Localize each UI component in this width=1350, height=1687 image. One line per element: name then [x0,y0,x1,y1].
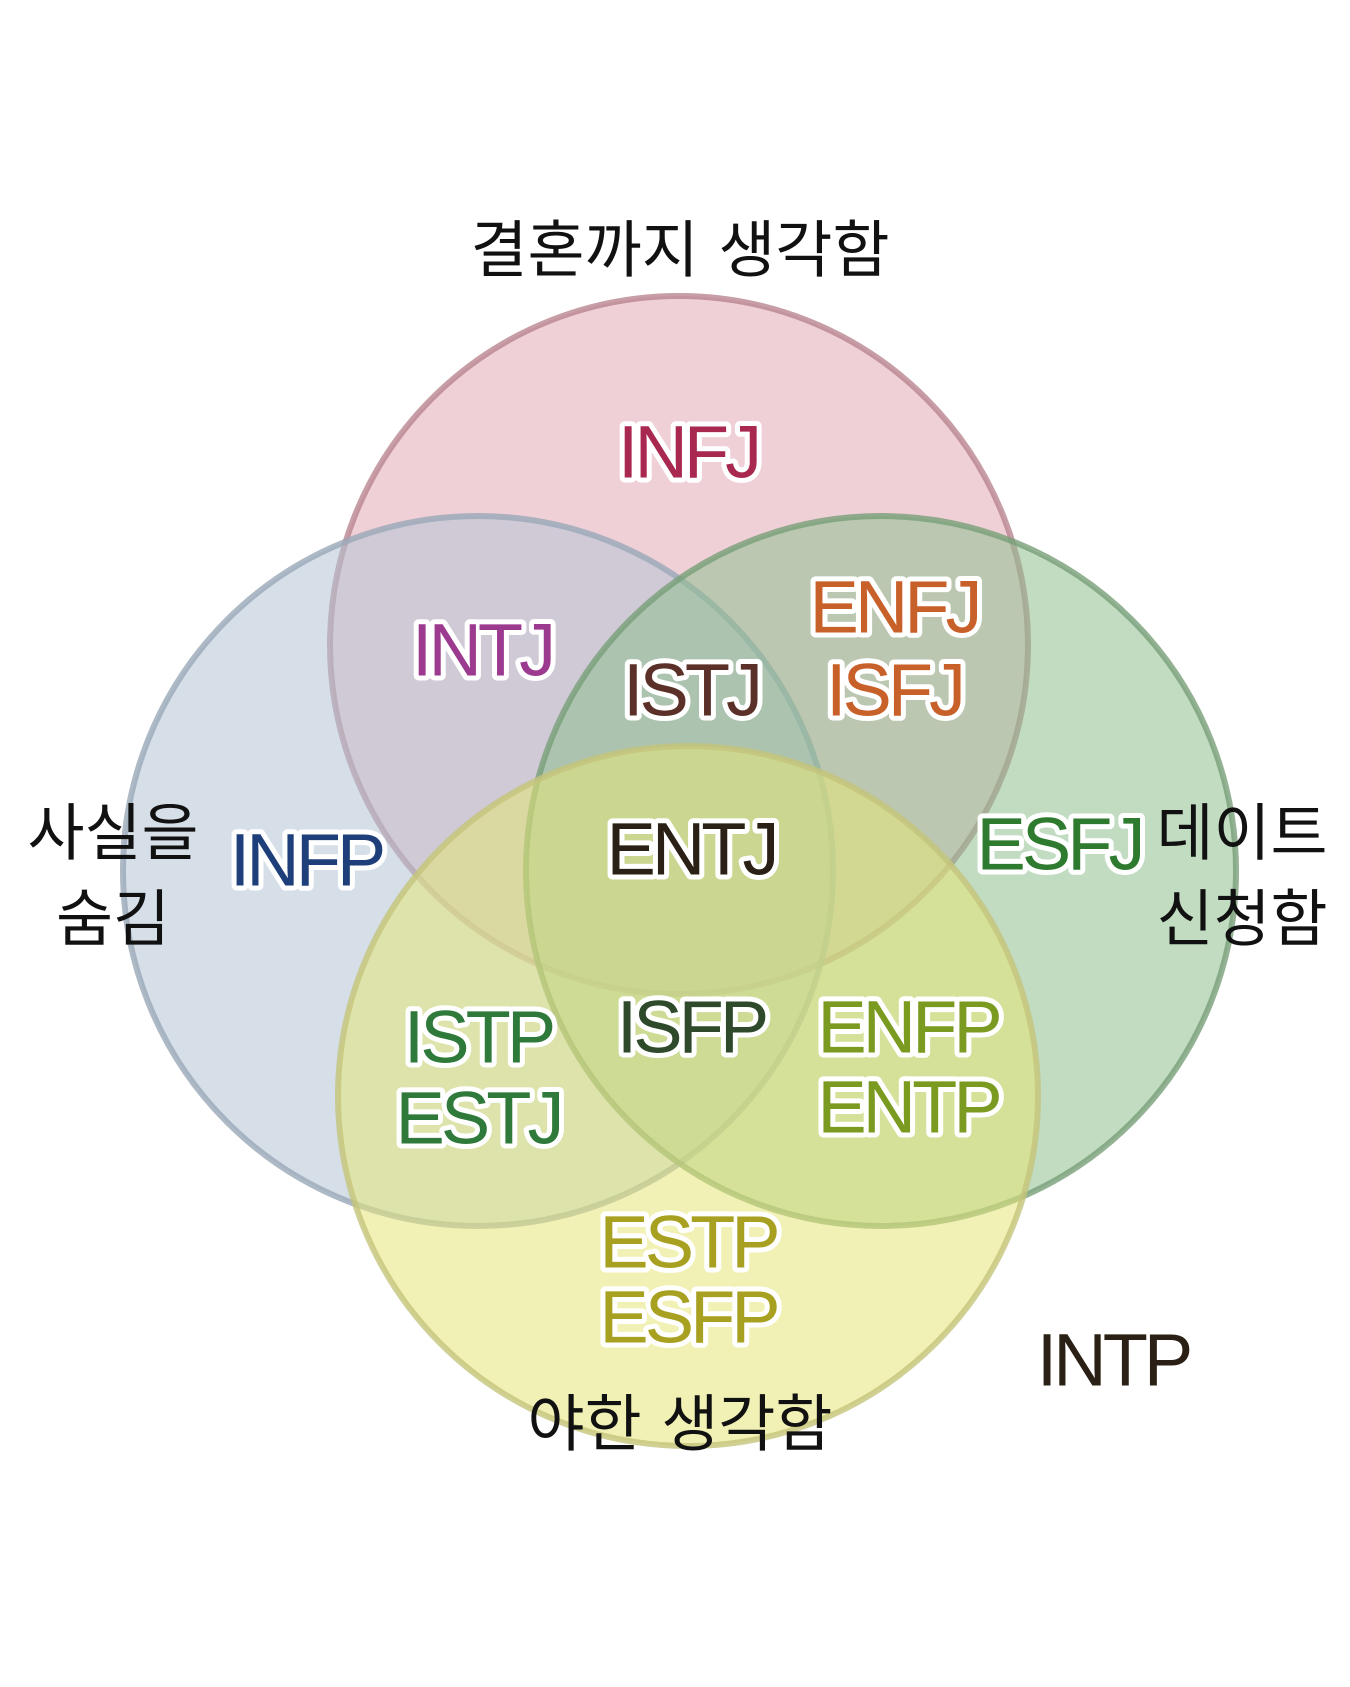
type-entp: ENTP [817,1066,999,1149]
type-infp: INFP [230,819,383,902]
bottom-circle [335,743,1041,1449]
type-esfp: ESFP [599,1276,777,1359]
type-enfj: ENFJ [810,566,979,649]
right-circle-label-line1: 데이트 [1156,797,1327,870]
left-circle-label-line1: 사실을 [27,797,198,870]
top-circle-label: 결혼까지 생각함 [471,214,890,287]
type-entj: ENTJ [607,808,776,891]
bottom-circle-label: 야한 생각함 [528,1388,833,1461]
type-istp: ISTP [404,996,553,1079]
type-isfp: ISFP [617,986,766,1069]
type-esfj: ESFJ [977,803,1142,886]
type-intp: INTP [1037,1319,1190,1402]
type-estj: ESTJ [396,1077,561,1160]
type-estp: ESTP [599,1201,777,1284]
type-intj: INTJ [412,609,552,692]
left-circle-label-line2: 숨김 [56,883,170,956]
type-isfj: ISFJ [826,649,962,732]
type-infj: INFJ [618,411,758,494]
type-enfp: ENFP [817,986,999,1069]
right-circle-label-line2: 신청함 [1156,883,1327,956]
circle-group [120,293,1239,1449]
type-istj: ISTJ [623,649,759,732]
